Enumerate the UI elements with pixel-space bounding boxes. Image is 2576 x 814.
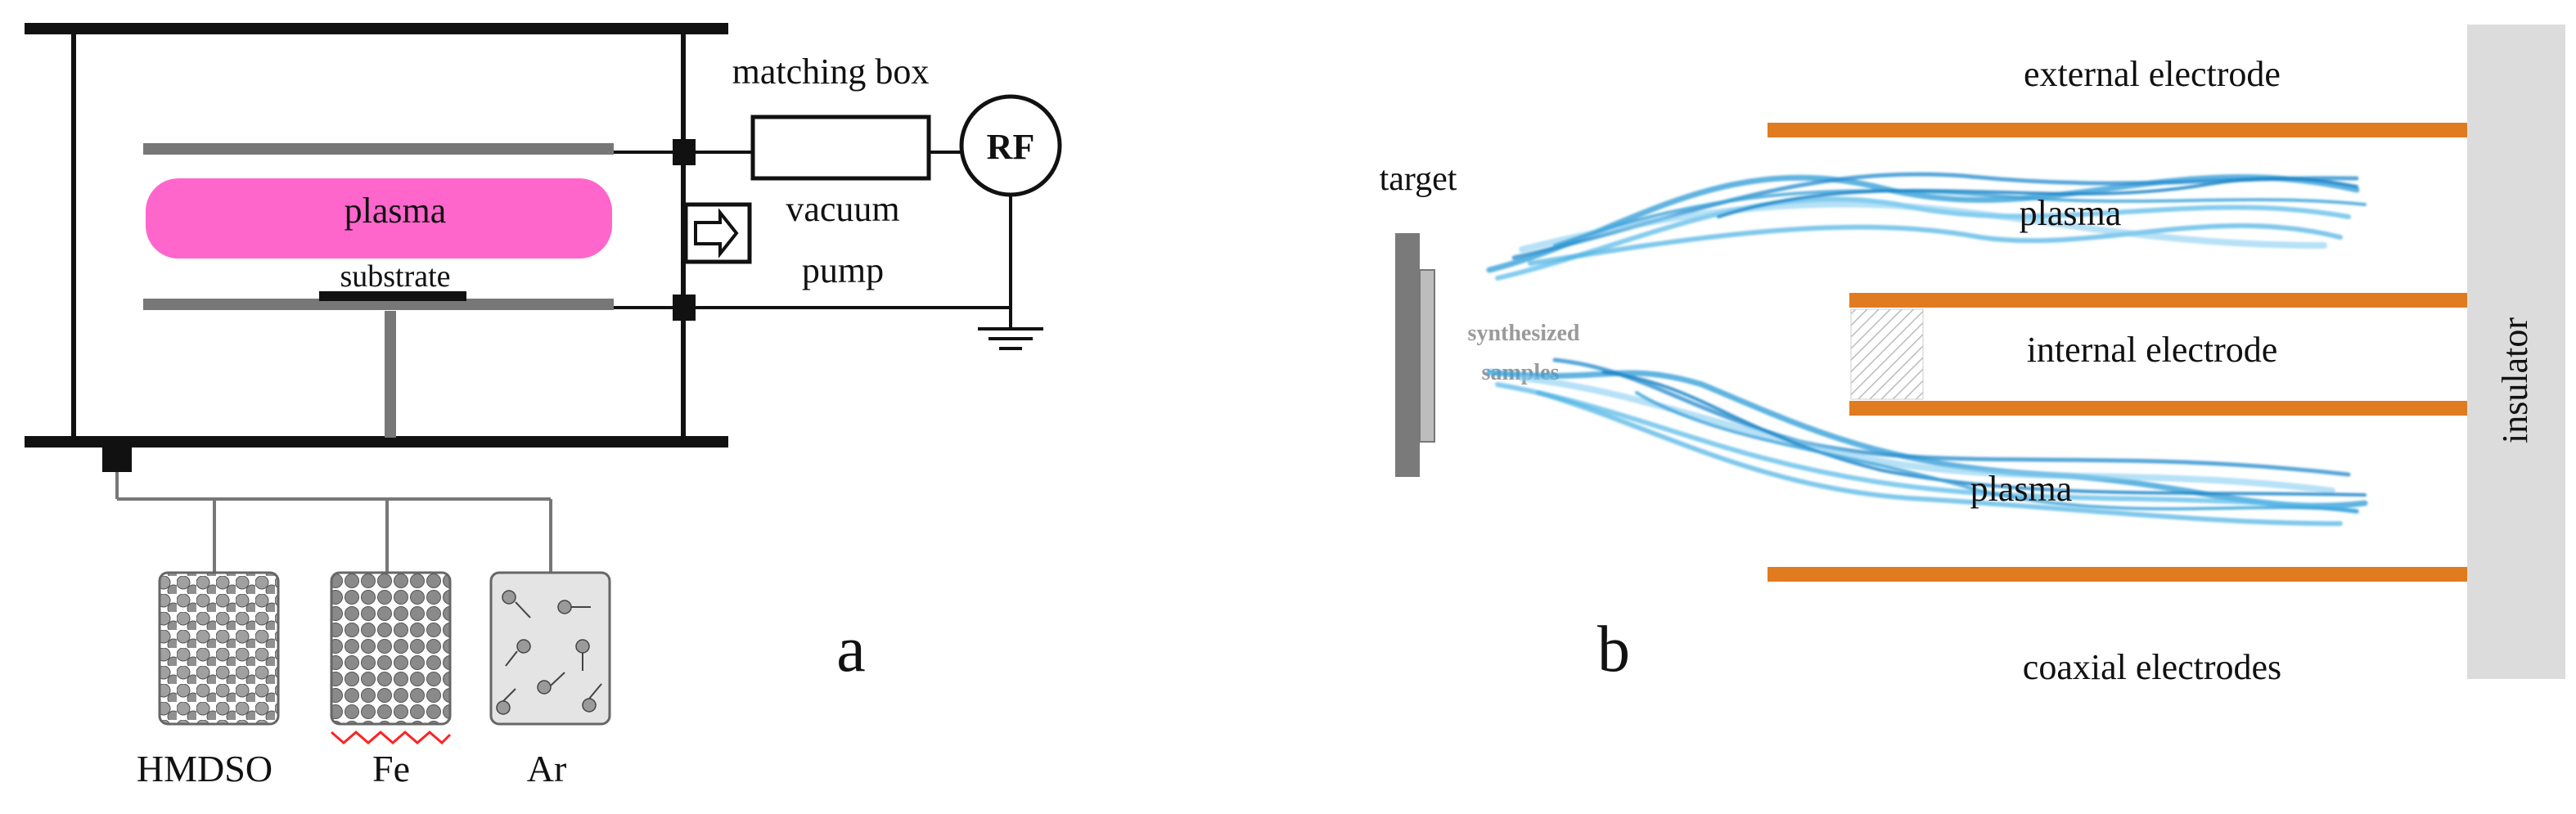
internal-electrode-top [1849, 293, 2471, 308]
external-electrode-top [1768, 123, 2471, 137]
plasma-label: plasma [345, 191, 447, 231]
vacuum-label: vacuum [786, 189, 899, 229]
target [1419, 269, 1435, 443]
plasma-region [146, 178, 612, 259]
external-electrode-bottom [1768, 567, 2471, 582]
target-holder [1395, 233, 1420, 477]
lower-feedthrough [673, 295, 696, 321]
matching-box-label: matching box [732, 52, 930, 92]
substrate [319, 291, 466, 301]
plasma-label-bottom: plasma [1970, 469, 2073, 509]
internal-electrode-label: internal electrode [2027, 330, 2278, 370]
panel-a: plasma substrate matching box RF vacuum … [25, 23, 1062, 789]
ar-velocity-arrows [502, 601, 602, 702]
fe-heater-zigzag [331, 731, 452, 745]
plasma-label-top: plasma [2020, 193, 2122, 233]
panel-b: target synthesized samples insulator [1380, 25, 2565, 687]
internal-electrode-end-cap [1850, 308, 1924, 400]
panel-label-a: a [836, 614, 866, 686]
external-electrode-label: external electrode [2024, 54, 2281, 94]
ground-symbol [978, 327, 1043, 350]
insulator-label: insulator [2495, 317, 2535, 443]
fe-container [330, 571, 452, 726]
ar-atoms [496, 590, 597, 715]
hmdso-container [158, 571, 280, 726]
pump-label: pump [802, 250, 884, 290]
gas-label-fe: Fe [372, 748, 410, 789]
synthesized-label: synthesized [1468, 321, 1580, 346]
panel-label-b: b [1597, 614, 1630, 686]
coaxial-electrodes-label: coaxial electrodes [2023, 647, 2281, 687]
internal-electrode-bottom [1849, 401, 2471, 416]
substrate-holder-post [385, 311, 396, 438]
target-label: target [1380, 160, 1457, 198]
gas-label-ar: Ar [527, 748, 567, 789]
gas-label-hmdso: HMDSO [137, 748, 272, 789]
ar-container [489, 571, 611, 726]
rf-label: RF [987, 127, 1035, 167]
insulator [2467, 25, 2565, 679]
upper-feedthrough [673, 139, 696, 165]
matching-box [750, 115, 931, 181]
gas-inlet [102, 446, 132, 472]
pump-arrow-icon [694, 208, 739, 259]
plasma-stream-lower [1486, 358, 2368, 526]
substrate-label: substrate [340, 259, 450, 294]
plasma-stream-upper [1486, 172, 2367, 281]
